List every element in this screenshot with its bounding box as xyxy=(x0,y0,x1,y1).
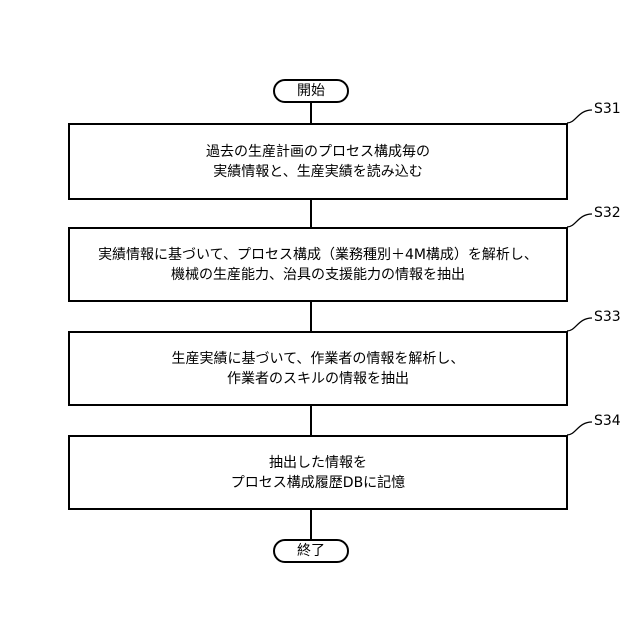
step-label-s31: S31 xyxy=(594,102,621,116)
process-text-line: 作業者のスキルの情報を抽出 xyxy=(227,369,409,389)
step-label-s33: S33 xyxy=(594,310,621,324)
process-text-line: 生産実績に基づいて、作業者の情報を解析し、 xyxy=(172,349,465,369)
process-box-s33: 生産実績に基づいて、作業者の情報を解析し、 作業者のスキルの情報を抽出 xyxy=(68,331,568,406)
leader-s34 xyxy=(567,422,592,435)
start-label: 開始 xyxy=(297,84,325,98)
process-box-s31: 過去の生産計画のプロセス構成毎の 実績情報と、生産実績を読み込む xyxy=(68,123,568,200)
leader-s31 xyxy=(567,110,592,123)
step-label-s32: S32 xyxy=(594,206,621,220)
process-text-line: 機械の生産能力、治具の支援能力の情報を抽出 xyxy=(171,265,465,285)
end-terminal: 終了 xyxy=(273,539,349,563)
process-text-line: 実績情報に基づいて、プロセス構成（業務種別＋4M構成）を解析し、 xyxy=(98,245,538,265)
step-label-s34: S34 xyxy=(594,414,621,428)
process-text-line: 過去の生産計画のプロセス構成毎の xyxy=(206,142,430,162)
leader-s32 xyxy=(567,214,592,227)
process-text-line: 実績情報と、生産実績を読み込む xyxy=(213,162,422,182)
process-text-line: プロセス構成履歴DBに記憶 xyxy=(231,473,405,493)
process-text-line: 抽出した情報を xyxy=(269,453,367,473)
leader-s33 xyxy=(567,318,592,331)
start-terminal: 開始 xyxy=(273,79,349,103)
process-box-s32: 実績情報に基づいて、プロセス構成（業務種別＋4M構成）を解析し、 機械の生産能力… xyxy=(68,227,568,302)
end-label: 終了 xyxy=(297,544,325,558)
process-box-s34: 抽出した情報を プロセス構成履歴DBに記憶 xyxy=(68,435,568,510)
